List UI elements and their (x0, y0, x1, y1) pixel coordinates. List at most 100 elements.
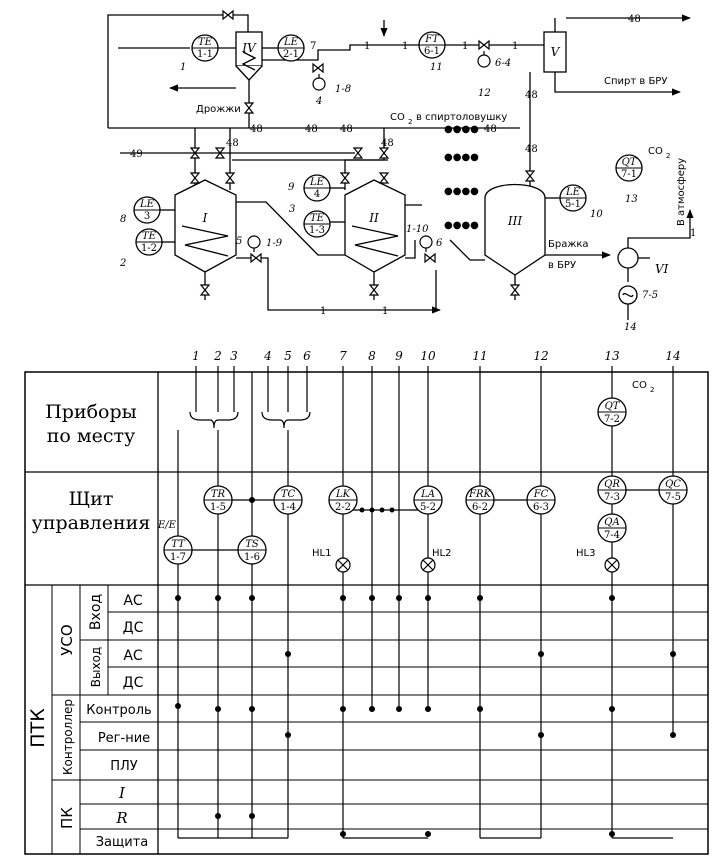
svg-text:10: 10 (590, 209, 603, 220)
frk-6-2-instrument: FRK 6-2 (465, 485, 495, 515)
svg-text:LE: LE (565, 187, 581, 198)
svg-text:1: 1 (320, 306, 326, 317)
line-numbers: 48 48 48 48 48 48 48 48 48 49 7 1 1 1 1 … (119, 14, 696, 333)
svg-text:2: 2 (213, 349, 222, 363)
svg-text:5: 5 (284, 349, 292, 363)
svg-text:QT: QT (605, 401, 621, 412)
svg-text:48: 48 (628, 14, 641, 25)
svg-text:48: 48 (525, 144, 538, 155)
uso-out-ac: АС (123, 648, 143, 664)
field-devices-label-2: по месту (47, 425, 136, 447)
svg-text:5-1: 5-1 (565, 199, 581, 210)
vessel-vi-label: VI (655, 262, 669, 276)
svg-text:1: 1 (462, 41, 468, 52)
svg-text:QR: QR (604, 479, 620, 490)
svg-text:12: 12 (478, 88, 491, 99)
svg-text:10: 10 (420, 349, 436, 363)
svg-text:1-6: 1-6 (244, 552, 260, 563)
svg-text:1: 1 (382, 306, 388, 317)
stream-labels: Дрожжи CO 2 в спиртоловушку Спирт в БРУ … (196, 76, 687, 271)
ptk-label: ПТК (27, 708, 49, 748)
svg-text:2: 2 (650, 386, 654, 394)
svg-text:LK: LK (335, 489, 351, 500)
svg-text:1-4: 1-4 (280, 502, 296, 513)
mash-bru-label: в БРУ (548, 260, 576, 271)
input-label: Вход (88, 594, 104, 630)
pk-i-label: I (118, 784, 126, 802)
svg-text:48: 48 (340, 124, 353, 135)
uso-out-dc: ДС (123, 675, 144, 691)
svg-text:7-1: 7-1 (621, 169, 637, 180)
svg-text:2: 2 (408, 118, 412, 126)
vessel-iv-label: IV (241, 41, 257, 55)
svg-text:6-1: 6-1 (424, 46, 440, 57)
svg-text:2-2: 2-2 (335, 502, 351, 513)
ee-label: E/E (157, 520, 177, 531)
vessel-labels: IV V I II III VI (202, 41, 669, 276)
tr-1-5-instrument: TR 1-5 (203, 485, 233, 515)
fc-6-3-instrument: FC 6-3 (526, 485, 556, 515)
le-5-1-instrument: LE 5-1 (559, 184, 587, 212)
svg-text:9: 9 (288, 182, 295, 193)
co2-trap-label: в спиртоловушку (416, 112, 507, 123)
svg-text:48: 48 (381, 138, 394, 149)
uso-label: УСО (58, 624, 76, 655)
junction-dots (175, 497, 676, 837)
qr-7-3-instrument: QR 7-3 (597, 475, 627, 505)
svg-text:6-3: 6-3 (533, 502, 549, 513)
yeast-label: Дрожжи (196, 104, 241, 115)
mash-label: Бражка (548, 239, 589, 250)
row-labels: Приборы по месту Щит управления ПТК УСО … (27, 401, 152, 850)
svg-text:3: 3 (230, 349, 238, 363)
svg-text:●●●●: ●●●● (444, 124, 479, 135)
svg-text:1: 1 (180, 62, 186, 73)
svg-text:TT: TT (171, 539, 186, 550)
spirit-bru-label: Спирт в БРУ (604, 76, 667, 87)
svg-text:11: 11 (430, 62, 443, 73)
svg-text:48: 48 (250, 124, 263, 135)
svg-text:4: 4 (314, 189, 320, 200)
svg-text:TR: TR (211, 489, 226, 500)
svg-text:1-1: 1-1 (197, 49, 213, 60)
svg-text:TC: TC (281, 489, 296, 500)
svg-text:48: 48 (484, 124, 497, 135)
svg-text:1-2: 1-2 (141, 243, 157, 254)
ts-1-6-instrument: TS 1-6 (237, 535, 267, 565)
svg-text:TE: TE (198, 37, 213, 48)
svg-text:8: 8 (368, 349, 376, 363)
automation-table (24, 371, 709, 855)
svg-text:LE: LE (309, 177, 325, 188)
svg-text:6-4: 6-4 (495, 58, 511, 69)
svg-text:7: 7 (310, 41, 316, 52)
svg-text:1-5: 1-5 (210, 502, 226, 513)
tc-1-4-instrument: TC 1-4 (273, 485, 303, 515)
svg-text:3: 3 (144, 211, 150, 222)
te-1-2-instrument: TE 1-2 (135, 228, 163, 256)
svg-text:LE: LE (139, 199, 155, 210)
svg-text:HL1: HL1 (312, 548, 331, 559)
vessel-ii-label: II (368, 211, 379, 225)
signal-lamps: HL1 HL2 HL3 (312, 548, 620, 573)
svg-text:8: 8 (120, 214, 126, 225)
panel-label-1: Щит (69, 488, 114, 510)
svg-text:1-9: 1-9 (266, 238, 283, 249)
le-2-1-instrument: LE 2-1 (277, 34, 305, 62)
qc-7-5-instrument: QC 7-5 (658, 475, 688, 505)
controller-label: Контроллер (61, 699, 75, 775)
svg-text:1: 1 (512, 41, 518, 52)
svg-text:48: 48 (305, 124, 318, 135)
qt-7-2-instrument: QT 7-2 CO 2 (597, 380, 654, 427)
svg-text:6: 6 (303, 349, 311, 363)
tt-1-7-instrument: TT 1-7 (163, 535, 193, 565)
le-4-instrument: LE 4 (303, 174, 331, 202)
pk-label: ПК (58, 807, 76, 829)
vessel-iii-label: III (507, 214, 522, 228)
co2-trap-prefix: CO (390, 112, 405, 123)
svg-text:3: 3 (289, 204, 295, 215)
svg-text:2: 2 (119, 258, 126, 269)
svg-text:1-7: 1-7 (170, 552, 186, 563)
svg-text:7-3: 7-3 (604, 492, 620, 503)
svg-text:QT: QT (622, 157, 638, 168)
svg-text:4: 4 (315, 96, 322, 107)
